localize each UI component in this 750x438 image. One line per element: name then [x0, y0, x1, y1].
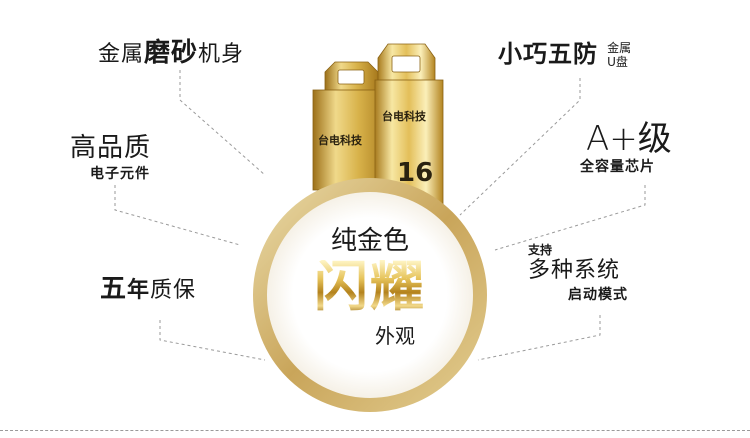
- feature-right-2: A+级 全容量芯片: [580, 119, 672, 174]
- feature-right-3: 支持 多种系统 启动模式: [528, 244, 628, 302]
- connector-left-1: [179, 70, 266, 176]
- feature-left-2: 高品质 电子元件: [70, 135, 151, 181]
- feature-left-3-c: 质保: [150, 278, 197, 303]
- center-line-3: 外观: [375, 324, 415, 348]
- feature-right-1-side-bottom: U盘: [607, 55, 628, 69]
- center-disc: [260, 185, 480, 405]
- feature-right-1-title: 小巧五防: [498, 40, 598, 68]
- feature-right-3-title: 多种系统: [528, 258, 621, 283]
- gold-ring: [253, 178, 487, 412]
- feature-left-1: 金属磨砂机身: [98, 40, 244, 66]
- feature-right-3-sub: 启动模式: [568, 287, 628, 303]
- feature-left-3-b: 年: [127, 278, 151, 303]
- feature-right-1-side-top: 金属: [607, 41, 632, 55]
- usb-front-brand: 台电科技: [382, 110, 426, 123]
- feature-left-2-sub: 电子元件: [90, 166, 150, 182]
- feature-left-2-title: 高品质: [70, 133, 152, 163]
- connector-right-2: [494, 185, 646, 251]
- usb-capacity: 16: [397, 158, 434, 188]
- connector-left-2: [114, 185, 241, 246]
- connector-right-1: [459, 78, 581, 216]
- feature-left-1-a: 金属: [98, 42, 145, 67]
- feature-left-1-b: 磨砂: [144, 38, 199, 68]
- feature-left-1-c: 机身: [198, 42, 245, 67]
- bottom-dashed-rule: [0, 430, 750, 431]
- center-line-1: 纯金色: [330, 226, 409, 256]
- usb-back-brand: 台电科技: [318, 134, 362, 147]
- connector-lines: [114, 70, 646, 361]
- connector-right-3: [477, 315, 601, 361]
- feature-right-2-sub: 全容量芯片: [580, 159, 655, 175]
- feature-right-3-pre: 支持: [528, 243, 553, 257]
- feature-right-1: 小巧五防 金属 U盘: [498, 42, 631, 68]
- feature-right-2-title: A+级: [586, 119, 672, 159]
- feature-left-3: 五年质保: [100, 276, 196, 302]
- feature-left-3-a: 五: [100, 274, 128, 304]
- center-line-2: 闪耀: [280, 260, 460, 314]
- connector-left-3: [159, 320, 266, 361]
